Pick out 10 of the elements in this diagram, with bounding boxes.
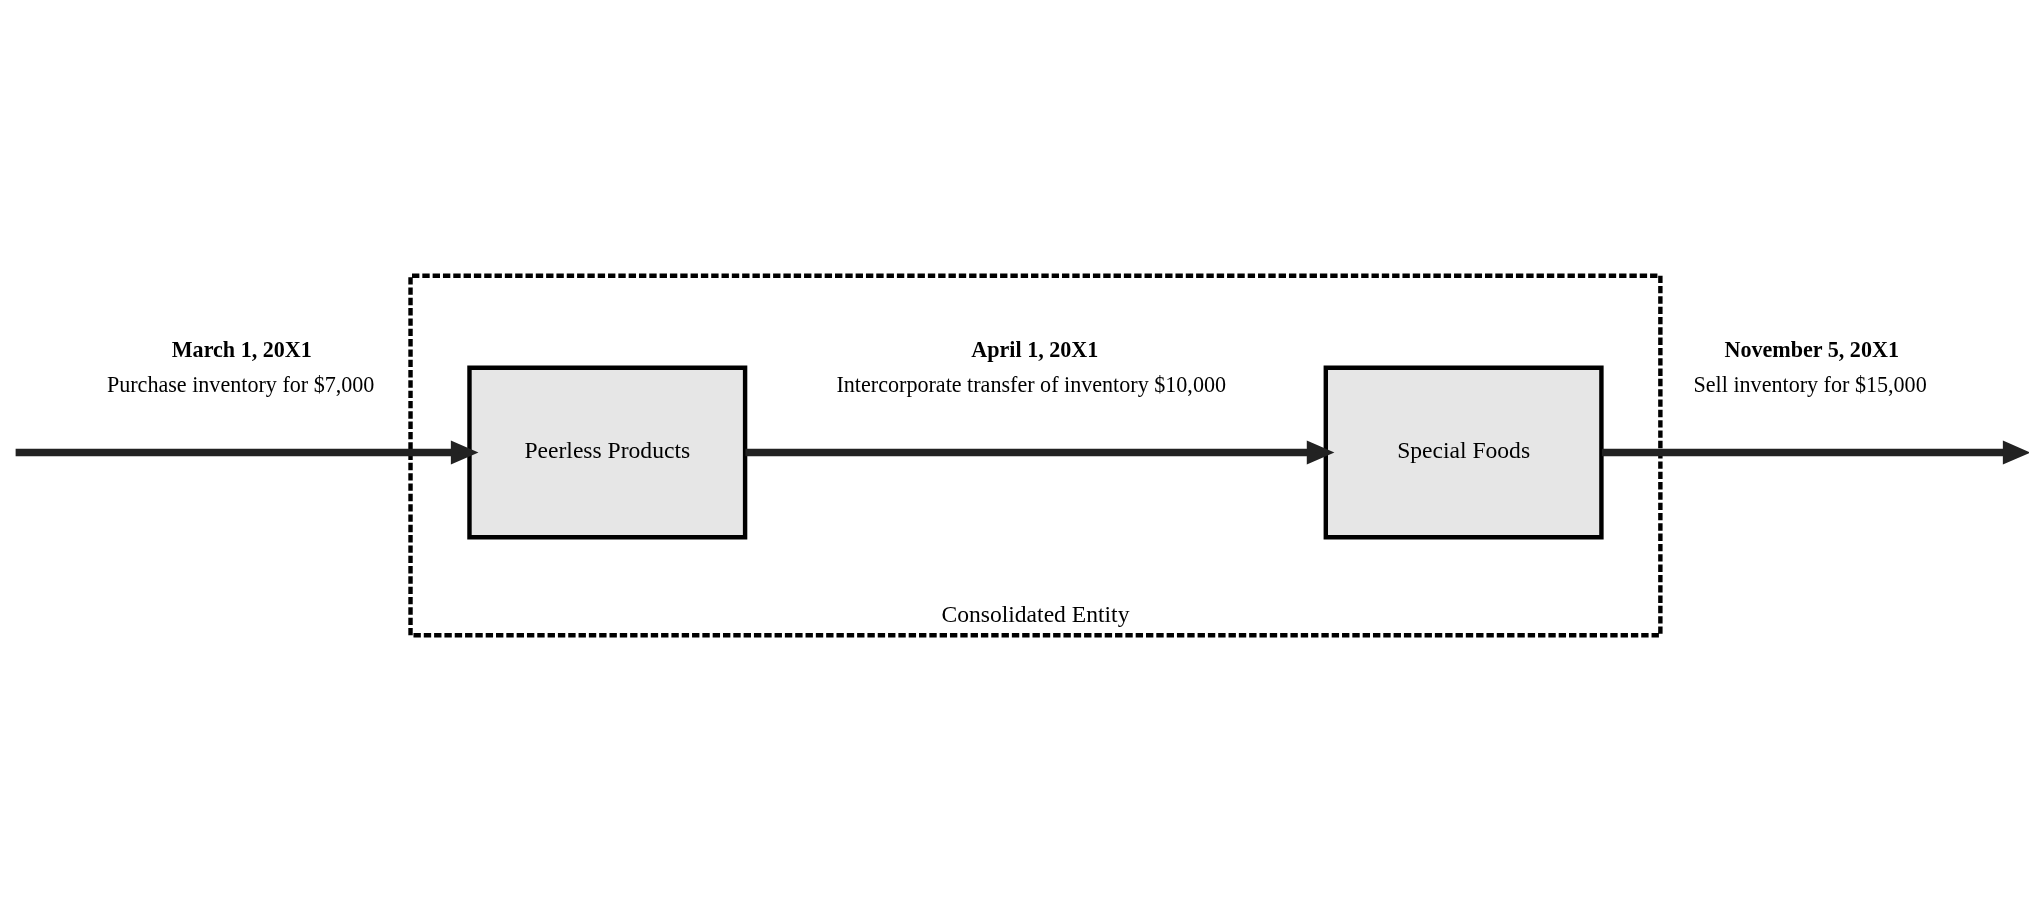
edge-label: March 1, 20X1 [171,336,312,362]
edge-label: Purchase inventory for $7,000 [106,371,375,397]
arrow [745,439,1335,465]
arrow [1601,439,2029,465]
edge-label: Sell inventory for $15,000 [1693,371,1927,397]
node-box: Peerless Products [467,365,748,539]
edge-label: November 5, 20X1 [1724,336,1899,362]
edge-label: April 1, 20X1 [971,336,1099,362]
edge-label: Intercorporate transfer of inventory $10,000 [836,371,1227,397]
node-box: Special Foods [1323,365,1604,539]
